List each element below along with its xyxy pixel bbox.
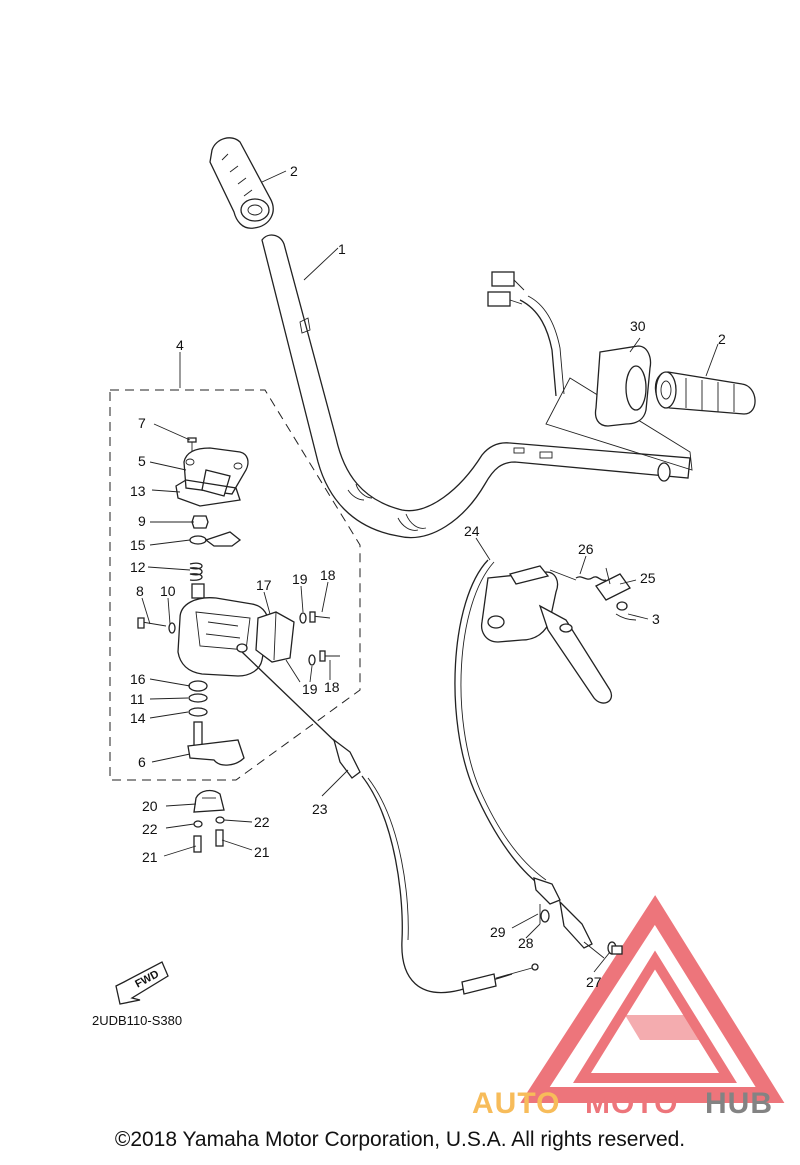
callout-2-left-grip: 2	[290, 163, 298, 179]
callout-21-left: 21	[142, 849, 158, 865]
callout-9: 9	[138, 513, 146, 529]
callout-15: 15	[130, 537, 146, 553]
callout-19-upper: 19	[292, 571, 308, 587]
brake-lever-assembly	[480, 565, 637, 704]
callout-2-right-grip: 2	[718, 331, 726, 347]
callout-12: 12	[130, 559, 146, 575]
forward-arrow-icon: FWD	[115, 961, 169, 1005]
callout-4: 4	[176, 337, 184, 353]
callout-29: 29	[490, 924, 506, 940]
callout-19-lower: 19	[302, 681, 318, 697]
callout-8: 8	[136, 583, 144, 599]
callout-20: 20	[142, 798, 158, 814]
callout-10: 10	[160, 583, 176, 599]
callout-5: 5	[138, 453, 146, 469]
watermark-moto: MOTO	[585, 1087, 678, 1120]
adjuster-parts	[539, 904, 623, 955]
callout-7: 7	[138, 415, 146, 431]
callout-25: 25	[640, 570, 656, 586]
callout-18-lower: 18	[324, 679, 340, 695]
automotohub-logo-watermark: AUTO MOTO HUB	[472, 895, 785, 1120]
handlebar	[261, 234, 691, 539]
right-grip	[654, 371, 756, 415]
callout-labels: 1 2 2 3 4 5 6 7 8 9 10 11 12 13 14 15 16…	[130, 163, 726, 990]
callout-24: 24	[464, 523, 480, 539]
callout-22-right: 22	[254, 814, 270, 830]
callout-3: 3	[652, 611, 660, 627]
callout-28: 28	[518, 935, 534, 951]
callout-26: 26	[578, 541, 594, 557]
callout-30: 30	[630, 318, 646, 334]
callout-17: 17	[256, 577, 272, 593]
callout-16: 16	[130, 671, 146, 687]
callout-18-upper: 18	[320, 567, 336, 583]
brake-cable	[454, 559, 617, 959]
callout-27: 27	[586, 974, 602, 990]
watermark-auto: AUTO	[472, 1087, 560, 1120]
callout-11: 11	[130, 691, 145, 707]
throttle-housing	[487, 271, 693, 471]
callout-1: 1	[338, 241, 346, 257]
callout-6: 6	[138, 754, 146, 770]
callout-13: 13	[130, 483, 146, 499]
copyright-notice: ©2018 Yamaha Motor Corporation, U.S.A. A…	[114, 1128, 686, 1151]
callout-14: 14	[130, 710, 146, 726]
clamp-parts	[193, 789, 225, 853]
left-grip	[209, 137, 274, 229]
diagram-code: 2UDB110-S380	[92, 1013, 182, 1028]
throttle-cable	[241, 651, 539, 995]
callout-23: 23	[312, 801, 328, 817]
callout-21-right: 21	[254, 844, 270, 860]
switch-assembly-group-outline	[109, 389, 361, 781]
watermark-hub: HUB	[705, 1087, 773, 1120]
leader-lines	[141, 170, 719, 973]
callout-22-left: 22	[142, 821, 158, 837]
